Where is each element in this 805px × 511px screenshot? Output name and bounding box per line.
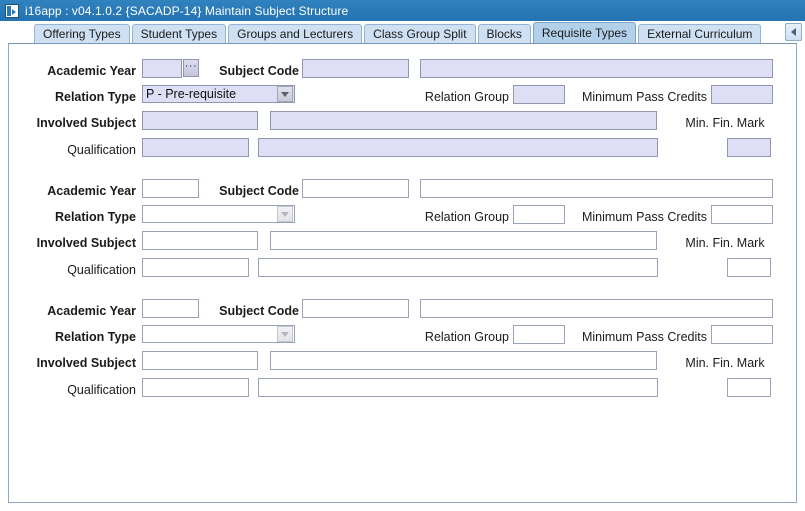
subject-code-label-2: Subject Code — [219, 184, 299, 198]
relation-type-label-2: Relation Type — [54, 210, 136, 224]
minimum-pass-credits-label-1: Minimum Pass Credits — [581, 90, 707, 104]
record-block-container: Academic Year ··· Subject Code Relation … — [9, 44, 796, 502]
relation-group-input-2[interactable] — [513, 205, 565, 224]
qualification-description-input-1[interactable] — [258, 138, 658, 157]
academic-year-input-3[interactable] — [142, 299, 199, 318]
requisite-types-panel: Academic Year ··· Subject Code Relation … — [8, 43, 797, 503]
minimum-pass-credits-input-1[interactable] — [711, 85, 773, 104]
relation-type-dropdown-arrow-3[interactable] — [277, 326, 293, 342]
subject-description-input-2[interactable] — [420, 179, 773, 198]
academic-year-label-3: Academic Year — [47, 304, 136, 318]
involved-subject-label-3: Involved Subject — [36, 356, 136, 370]
relation-group-label-3: Relation Group — [424, 330, 509, 344]
tab-groups-and-lecturers[interactable]: Groups and Lecturers — [228, 24, 363, 43]
relation-type-dropdown-arrow-1[interactable] — [277, 86, 293, 102]
min-fin-mark-input-3[interactable] — [727, 378, 771, 397]
window-titlebar: i16app : v04.1.0.2 {SACADP-14} Maintain … — [0, 0, 805, 21]
lov-dots-icon: ··· — [184, 60, 198, 72]
involved-subject-description-input-3[interactable] — [270, 351, 657, 370]
involved-subject-input-1[interactable] — [142, 111, 258, 130]
chevron-down-icon — [281, 211, 289, 217]
tab-class-group-split[interactable]: Class Group Split — [364, 24, 476, 43]
subject-code-input-1[interactable] — [302, 59, 409, 78]
relation-type-select-3[interactable] — [142, 325, 295, 343]
min-fin-mark-input-1[interactable] — [727, 138, 771, 157]
tab-scroll-left-button[interactable] — [785, 23, 802, 41]
min-fin-mark-label-1: Min. Fin. Mark — [685, 116, 765, 130]
academic-year-label-1: Academic Year — [47, 64, 136, 78]
min-fin-mark-label-2: Min. Fin. Mark — [685, 236, 765, 250]
relation-group-input-1[interactable] — [513, 85, 565, 104]
involved-subject-description-input-2[interactable] — [270, 231, 657, 250]
relation-type-value-1: P - Pre-requisite — [146, 87, 237, 101]
minimum-pass-credits-label-3: Minimum Pass Credits — [581, 330, 707, 344]
chevron-down-icon — [281, 91, 289, 97]
minimum-pass-credits-input-3[interactable] — [711, 325, 773, 344]
subject-description-input-3[interactable] — [420, 299, 773, 318]
triangle-left-icon — [791, 28, 796, 36]
academic-year-input-2[interactable] — [142, 179, 199, 198]
min-fin-mark-input-2[interactable] — [727, 258, 771, 277]
window-title: i16app : v04.1.0.2 {SACADP-14} Maintain … — [25, 3, 349, 18]
relation-type-label-3: Relation Type — [54, 330, 136, 344]
qualification-label-1: Qualification — [67, 143, 136, 157]
tab-requisite-types[interactable]: Requisite Types — [532, 22, 637, 43]
involved-subject-label-2: Involved Subject — [36, 236, 136, 250]
involved-subject-input-3[interactable] — [142, 351, 258, 370]
subject-code-input-3[interactable] — [302, 299, 409, 318]
tab-blocks[interactable]: Blocks — [477, 24, 531, 43]
app-window-icon — [5, 3, 19, 18]
qualification-label-2: Qualification — [67, 263, 136, 277]
qualification-label-3: Qualification — [67, 383, 136, 397]
involved-subject-label-1: Involved Subject — [36, 116, 136, 130]
relation-type-label-1: Relation Type — [54, 90, 136, 104]
relation-group-label-1: Relation Group — [424, 90, 509, 104]
involved-subject-description-input-1[interactable] — [270, 111, 657, 130]
qualification-description-input-3[interactable] — [258, 378, 658, 397]
relation-group-input-3[interactable] — [513, 325, 565, 344]
relation-type-select-1[interactable]: P - Pre-requisite — [142, 85, 295, 103]
relation-type-select-2[interactable] — [142, 205, 295, 223]
qualification-input-3[interactable] — [142, 378, 249, 397]
tab-offering-types[interactable]: Offering Types — [34, 24, 130, 43]
min-fin-mark-label-3: Min. Fin. Mark — [685, 356, 765, 370]
tab-list: Offering Types Student Types Groups and … — [34, 22, 763, 43]
minimum-pass-credits-input-2[interactable] — [711, 205, 773, 224]
academic-year-label-2: Academic Year — [47, 184, 136, 198]
tab-external-curriculum[interactable]: External Curriculum — [638, 24, 762, 43]
subject-code-label-1: Subject Code — [219, 64, 299, 78]
tab-student-types[interactable]: Student Types — [131, 24, 227, 43]
academic-year-input-1[interactable] — [142, 59, 182, 78]
subject-code-input-2[interactable] — [302, 179, 409, 198]
subject-code-label-3: Subject Code — [219, 304, 299, 318]
involved-subject-input-2[interactable] — [142, 231, 258, 250]
relation-group-label-2: Relation Group — [424, 210, 509, 224]
academic-year-lov-button-1[interactable]: ··· — [183, 59, 199, 77]
relation-type-dropdown-arrow-2[interactable] — [277, 206, 293, 222]
qualification-input-2[interactable] — [142, 258, 249, 277]
subject-description-input-1[interactable] — [420, 59, 773, 78]
tab-strip: Offering Types Student Types Groups and … — [0, 21, 805, 43]
minimum-pass-credits-label-2: Minimum Pass Credits — [581, 210, 707, 224]
qualification-description-input-2[interactable] — [258, 258, 658, 277]
qualification-input-1[interactable] — [142, 138, 249, 157]
chevron-down-icon — [281, 331, 289, 337]
